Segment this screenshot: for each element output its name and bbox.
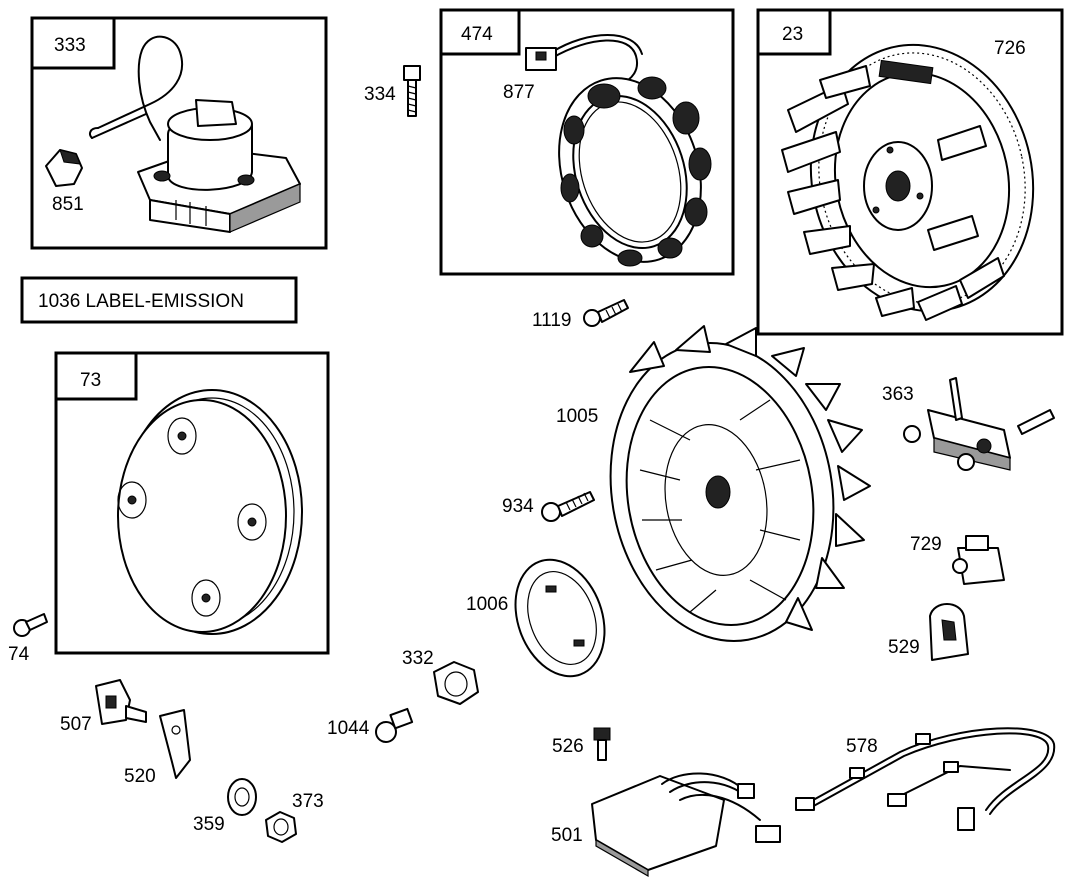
- part-1044: 1044: [327, 707, 414, 743]
- ignition-coil-kit-tag: [30, 16, 116, 70]
- callout-1044: 1044: [327, 718, 370, 739]
- callout-507: 507: [60, 714, 92, 735]
- callout-1005: 1005: [556, 406, 598, 427]
- callout-877: 877: [503, 82, 535, 103]
- part-1006: 1006: [466, 558, 606, 678]
- part-526: 526: [552, 727, 611, 761]
- callout-526: 526: [552, 736, 584, 757]
- part-529: 529: [888, 603, 969, 661]
- flywheel-drawing: [781, 43, 1035, 321]
- cover-kit-frame: [54, 351, 330, 655]
- callout-529: 529: [888, 637, 920, 658]
- part-1005: 1005: [556, 325, 871, 642]
- flywheel-kit-number: 23: [782, 24, 803, 45]
- part-501: 501: [551, 772, 781, 878]
- alternator-kit-number: 474: [461, 24, 493, 45]
- part-363: 363: [882, 377, 1055, 471]
- callout-934: 934: [502, 496, 534, 517]
- callout-74: 74: [8, 644, 30, 665]
- part-334: 334: [364, 65, 421, 117]
- bolt-head: [403, 65, 421, 81]
- alternator-kit-frame: [439, 8, 735, 276]
- part-1119: 1119: [532, 299, 629, 331]
- cover-drawing: [117, 389, 303, 635]
- part-520: 520: [124, 709, 191, 787]
- part-934: 934: [502, 491, 595, 522]
- ignition-coil-kit-number: 333: [54, 35, 86, 56]
- part-578: 578: [795, 727, 1056, 831]
- emission-label-frame: [20, 276, 298, 324]
- callout-332: 332: [402, 648, 434, 669]
- callout-501: 501: [551, 825, 583, 846]
- ignition-coil-kit-frame: [30, 16, 328, 250]
- part-729: 729: [910, 534, 1005, 585]
- flywheel-kit-tag: [756, 8, 832, 56]
- flywheel-kit-frame: [756, 8, 1064, 336]
- alternator-stator-drawing: [525, 34, 712, 267]
- part-373: 373: [265, 791, 324, 843]
- callout-520: 520: [124, 766, 156, 787]
- part-74: 74: [8, 613, 48, 665]
- ignition-coil-kit: 333 851: [30, 16, 328, 250]
- callout-359: 359: [193, 814, 225, 835]
- callout-851: 851: [52, 194, 84, 215]
- callout-578: 578: [846, 736, 878, 757]
- callout-1119: 1119: [532, 310, 571, 331]
- callout-363: 363: [882, 384, 914, 405]
- cover-kit-tag: [54, 351, 138, 401]
- callout-726: 726: [994, 38, 1026, 59]
- cover-kit: 73: [54, 351, 330, 655]
- callout-729: 729: [910, 534, 942, 555]
- alternator-kit-tag: [439, 8, 521, 56]
- ignition-coil-drawing: [45, 35, 301, 233]
- callout-334: 334: [364, 84, 396, 105]
- emission-label: 1036 LABEL-EMISSION: [20, 276, 298, 324]
- flywheel-kit: 23 726: [756, 8, 1064, 336]
- callout-1006: 1006: [466, 594, 508, 615]
- alternator-kit: 474 877: [439, 8, 735, 276]
- callout-373: 373: [292, 791, 324, 812]
- part-359: 359: [193, 778, 257, 835]
- emission-label-text: 1036 LABEL-EMISSION: [38, 291, 244, 312]
- part-507: 507: [60, 679, 147, 735]
- part-332: 332: [402, 648, 479, 705]
- cover-kit-number: 73: [80, 370, 101, 391]
